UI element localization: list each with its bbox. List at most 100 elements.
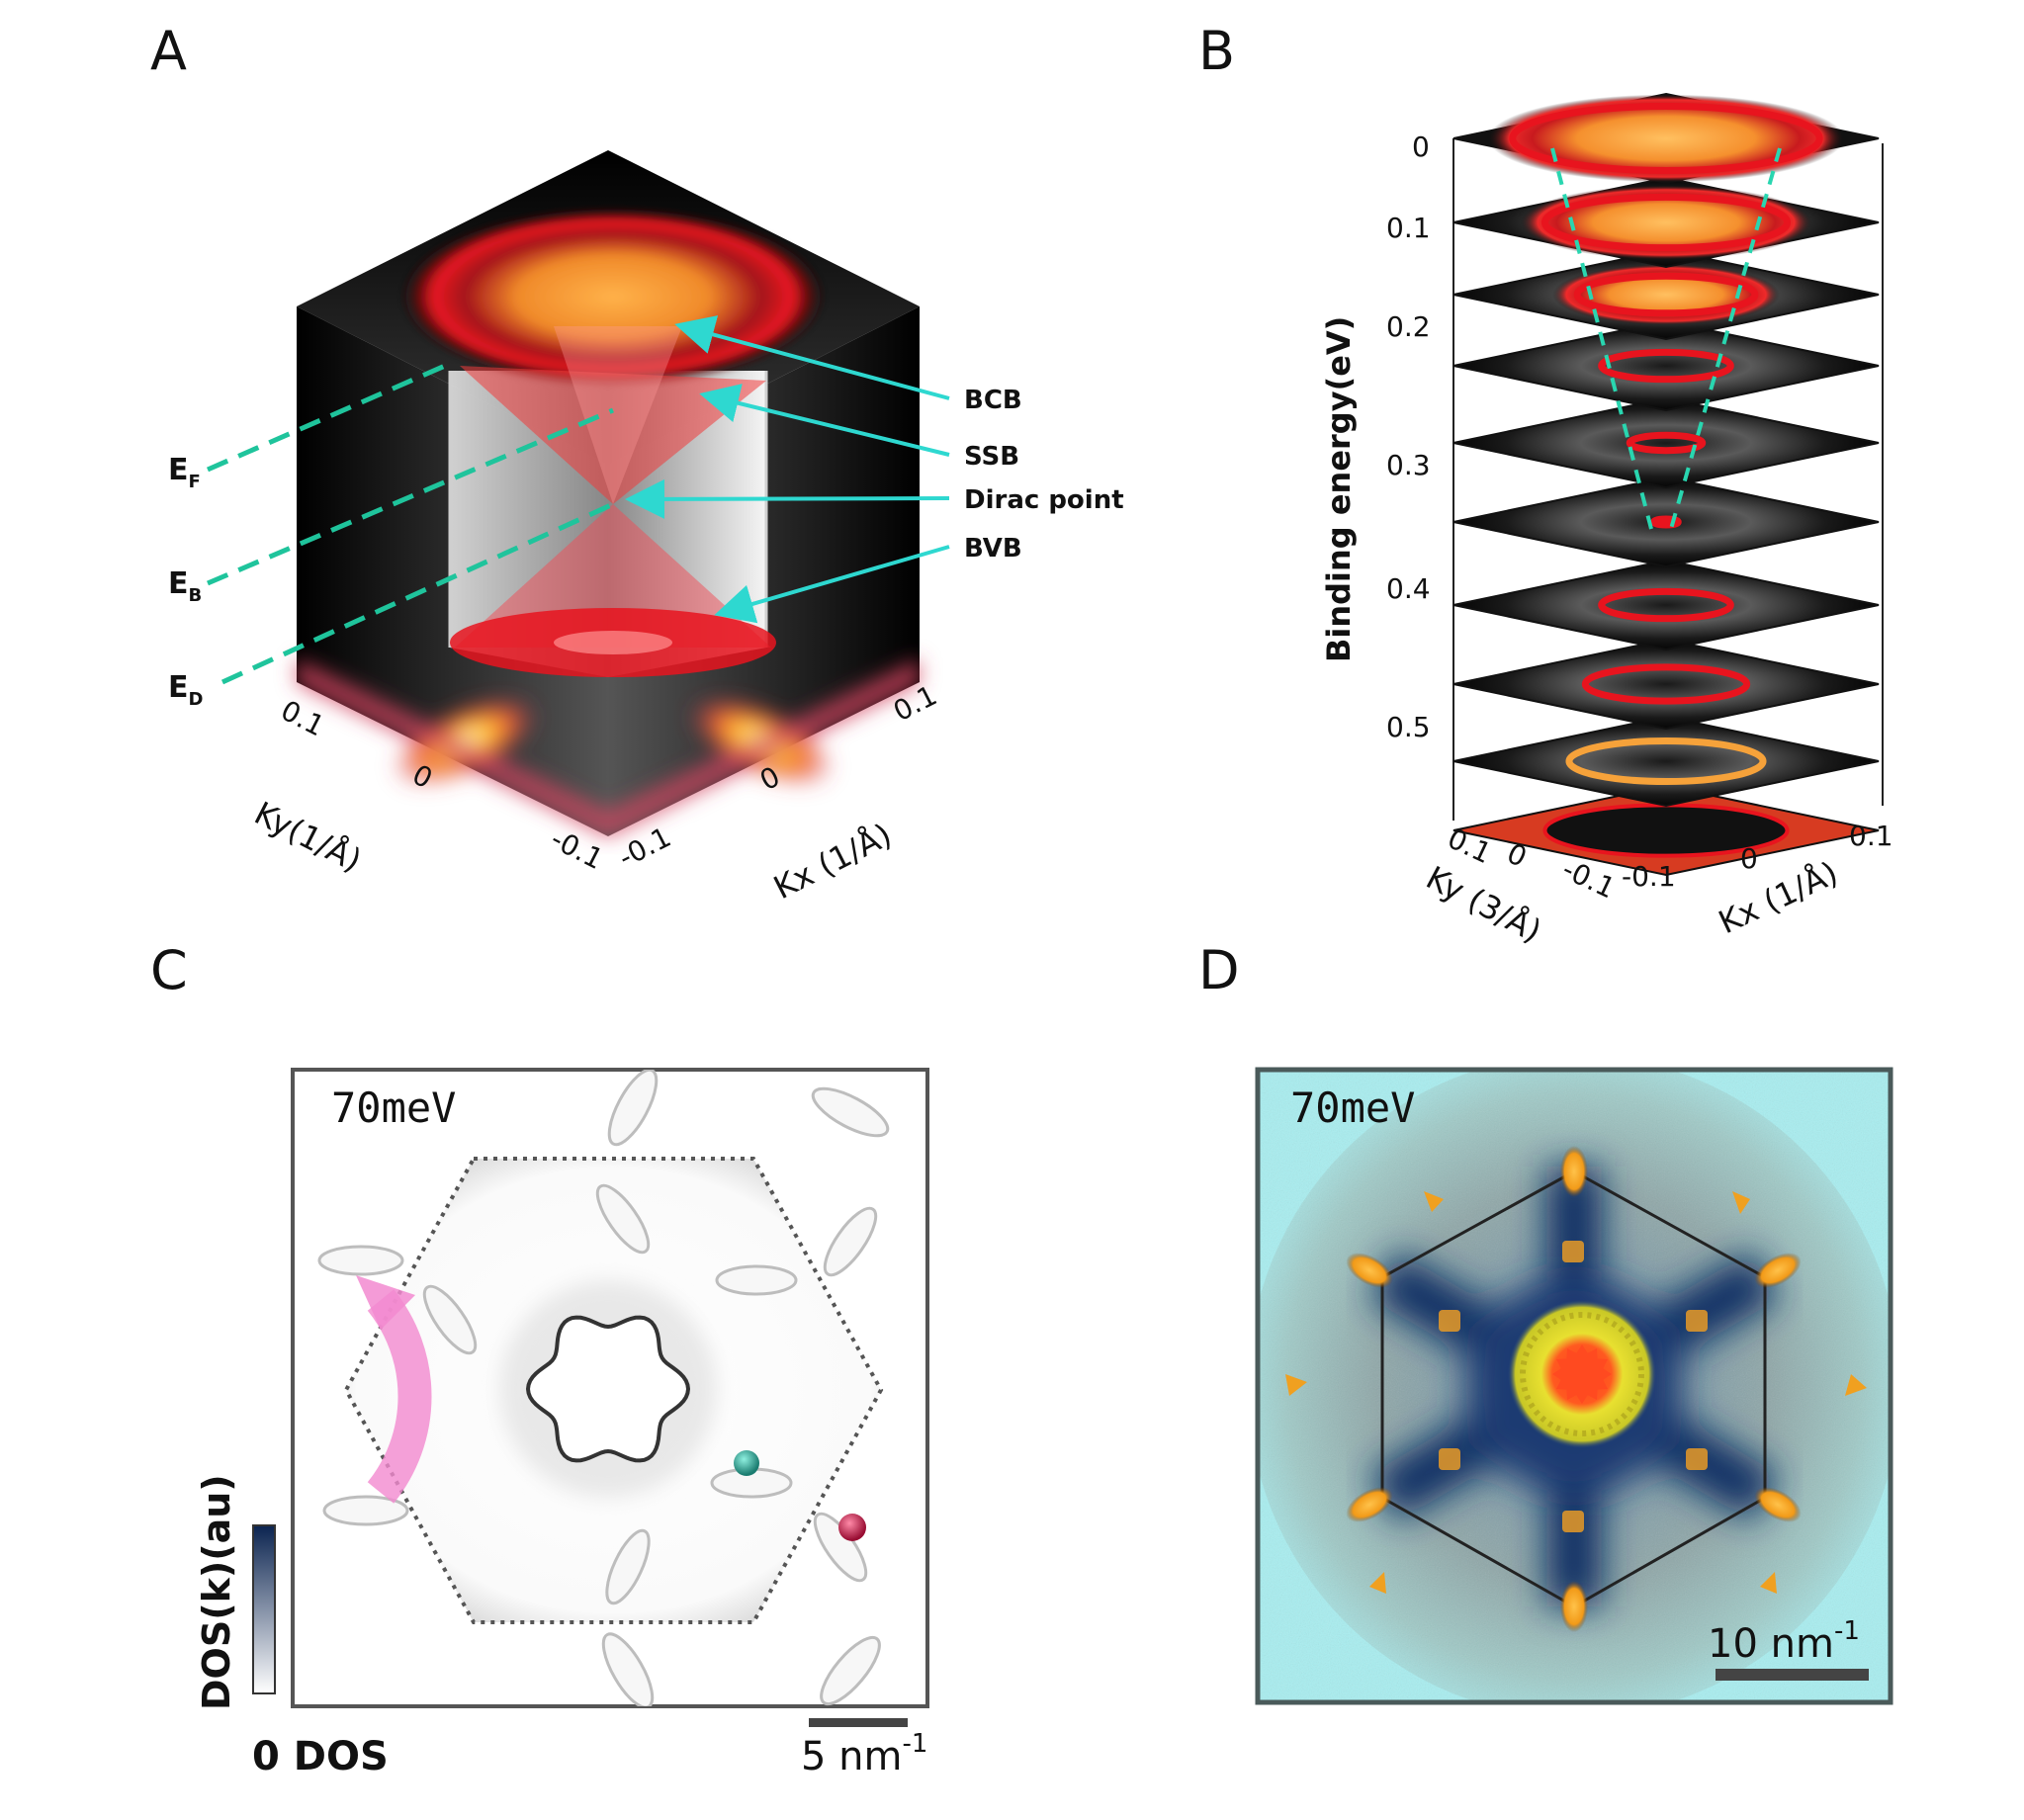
d-inner-spot: [1439, 1448, 1460, 1470]
d-spot: [1560, 1146, 1588, 1197]
label-ssb: SSB: [964, 442, 1019, 472]
panel-b-label: B: [1198, 20, 1235, 82]
energy-slice: [1452, 638, 1880, 731]
slice-ring: [1626, 431, 1707, 455]
panel-c: C: [150, 939, 929, 1779]
c-ellipse: [595, 1183, 651, 1255]
energy-slice: [1452, 559, 1880, 651]
d-energy-label: 70meV: [1290, 1083, 1415, 1132]
b-ytick-5: 0.5: [1386, 711, 1431, 743]
c-energy-label: 70meV: [331, 1083, 456, 1132]
d-spot: [1346, 1487, 1393, 1522]
label-bvb: BVB: [964, 534, 1022, 563]
d-mark: [1369, 1572, 1386, 1594]
c-ellipses: [317, 1070, 890, 1706]
panel-b: B Binding energy(eV) 0 0.1 0.2 0.3 0.4 0…: [1198, 20, 1893, 950]
upper-dirac-cone: [460, 366, 766, 504]
b-ytick-1: 0.1: [1386, 212, 1431, 244]
ed-dashed-line: [220, 501, 615, 685]
slice-ring: [1540, 193, 1792, 252]
b-ytick-3: 0.3: [1386, 449, 1431, 481]
d-vertex-spots: [1346, 1146, 1802, 1632]
energy-slice: [1452, 715, 1880, 808]
c-ellipse: [422, 1284, 478, 1355]
d-ring-texture: [1520, 1312, 1644, 1436]
c-colorbar-label: DOS(k)(au): [195, 1474, 238, 1710]
a-ky-label: Ky(1/Å): [248, 794, 367, 879]
energy-slices: [1452, 92, 1880, 877]
eb-dashed-line: [207, 407, 614, 586]
b-ylabel: Binding energy(eV): [1320, 316, 1358, 662]
arrow-dirac: [625, 478, 950, 519]
a-ky-tick-0: 0.1: [276, 694, 330, 743]
b-cone-left: [1550, 147, 1653, 530]
ef-dashed-line: [206, 363, 447, 473]
c-ellipse: [605, 1528, 651, 1605]
c-ellipse: [811, 1086, 890, 1138]
energy-slice: [1452, 319, 1880, 412]
arrow-ssb: [699, 384, 950, 457]
b-kx-tick-1: 0: [1740, 842, 1758, 875]
panel-d-label: D: [1198, 939, 1240, 1001]
d-frame: [1255, 1067, 1893, 1705]
arrow-bcb: [674, 315, 950, 400]
c-ellipse: [820, 1635, 881, 1706]
b-ytick-0: 0: [1412, 130, 1430, 163]
d-mark: [1285, 1374, 1307, 1396]
b-kx-tick-2: 0.1: [1849, 820, 1893, 852]
fermi-surface-disk: [400, 208, 826, 386]
d-spot: [1754, 1487, 1802, 1522]
d-inner-spot: [1562, 1511, 1584, 1532]
d-spot: [1754, 1253, 1802, 1288]
c-ellipse: [823, 1206, 878, 1277]
c-ellipse: [715, 1264, 798, 1296]
bottom-glow: [297, 657, 920, 836]
c-ellipse: [322, 1495, 409, 1526]
a-kx-label: Kx (1/Å): [767, 816, 897, 907]
c-scalebar: [809, 1718, 908, 1727]
slice-ring: [1598, 348, 1734, 384]
pink-arrowhead: [356, 1275, 415, 1330]
d-inner-spot: [1686, 1448, 1708, 1470]
label-ed: ED: [168, 670, 203, 710]
slice-ring: [1650, 515, 1682, 529]
c-ellipse: [601, 1632, 655, 1706]
b-yticks: 0 0.1 0.2 0.3 0.4 0.5: [1386, 130, 1431, 743]
b-ytick-2: 0.2: [1386, 310, 1431, 343]
b-kx-label: Kx (1/Å): [1713, 854, 1843, 942]
central-flower-contour: [525, 1315, 691, 1463]
slice-ring: [1573, 272, 1759, 317]
red-ball: [838, 1514, 866, 1541]
d-inner-spot: [1439, 1310, 1460, 1332]
d-inner-spots: [1439, 1241, 1708, 1532]
panel-a-label: A: [150, 20, 187, 82]
slice-ring: [1509, 103, 1823, 174]
d-central-star: [1552, 1344, 1612, 1404]
d-inner-spot: [1686, 1310, 1708, 1332]
slice-ring: [1598, 587, 1734, 623]
d-mark: [1424, 1191, 1444, 1212]
b-ytick-4: 0.4: [1386, 572, 1431, 605]
c-ellipse: [607, 1070, 659, 1147]
c-ellipse: [317, 1245, 404, 1276]
slice-ring: [1565, 737, 1767, 786]
slice-ring: [1581, 663, 1751, 705]
d-spot: [1560, 1581, 1588, 1632]
c-scale-label: 5 nm-1: [801, 1729, 927, 1779]
lower-dirac-cone: [455, 504, 771, 648]
d-scale-label: 10 nm-1: [1708, 1616, 1860, 1667]
d-spot: [1346, 1253, 1393, 1288]
d-outer-marks: [1285, 1191, 1867, 1594]
d-mark: [1732, 1191, 1750, 1214]
pink-curved-arrow: [367, 1289, 432, 1504]
panel-a: A BCB SSB Dira: [150, 20, 1124, 907]
d-mark: [1760, 1572, 1777, 1594]
panel-d: D: [1198, 939, 1893, 1705]
c-colorbar: [252, 1524, 276, 1694]
c-colorbar-zero: 0 DOS: [252, 1734, 389, 1779]
d-inner-spot: [1562, 1241, 1584, 1262]
b-kx-tick-0: -0.1: [1622, 860, 1676, 893]
energy-slice: [1452, 396, 1880, 489]
panel-c-label: C: [150, 939, 188, 1001]
